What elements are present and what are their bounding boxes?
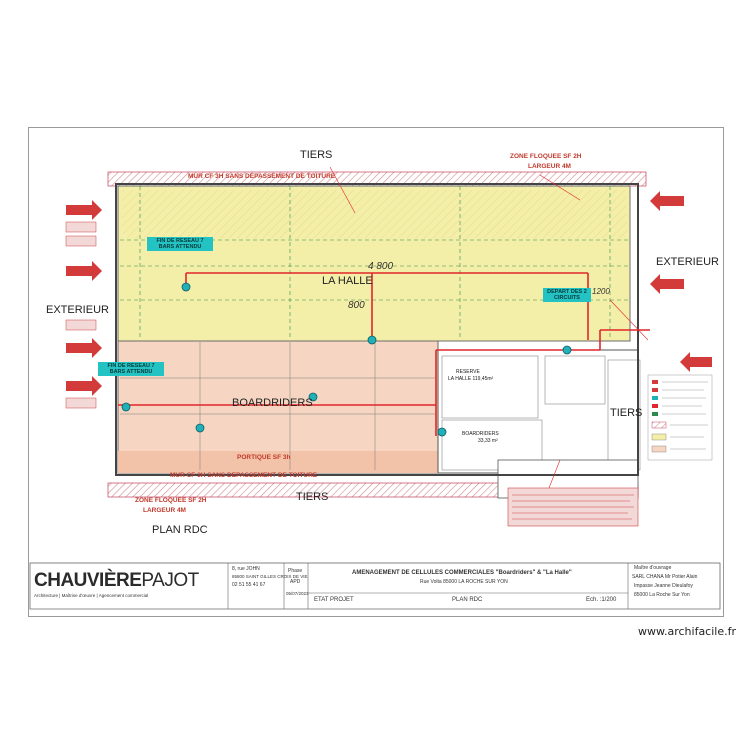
exit-tags-left — [65, 221, 97, 409]
boardriders-lower-band — [118, 451, 438, 473]
logo-main-text: CHAUVIÈRE — [34, 570, 142, 591]
dimension-4800: 4 800 — [368, 261, 394, 272]
boardriders-area-label: 33,33 m² — [478, 438, 498, 444]
reserve-label: RESERVE — [456, 369, 480, 375]
tiers-bottom-label: TIERS — [296, 491, 329, 503]
client-line1: SARL CHANA Mr Potier Alain — [632, 574, 698, 580]
title-block — [29, 562, 721, 610]
dimension-1200: 1200 — [592, 287, 610, 296]
project-address: Rue Volta 85000 LA ROCHE SUR YON — [420, 579, 508, 585]
tiers-right-label: TIERS — [610, 407, 643, 419]
address-line3: 02 51 55 41 67 — [232, 582, 266, 588]
boardriders-label: BOARDRIDERS — [232, 397, 313, 409]
exit-arrows-right — [650, 191, 712, 372]
sanitary-block — [544, 355, 606, 405]
zone-bottom-label: ZONE FLOQUEE SF 2H — [135, 497, 207, 504]
plan-title: PLAN RDC — [152, 524, 208, 536]
boardriders-grid — [120, 342, 436, 470]
watermark-text: www.archifacile.fr — [638, 625, 737, 638]
wall-top-label: MUR CF 3H SANS DEPASSEMENT DE TOITURE — [188, 173, 336, 180]
date-value: 05/07/2023 — [286, 591, 309, 596]
address-line1: 8, rue JOHN — [232, 566, 260, 572]
fin-reseau-bottom-tag: FIN DE RESEAU 7 BARS ATTENDU — [98, 362, 164, 377]
tiers-right-room — [607, 359, 641, 471]
client-label: Maître d'ouvrage — [634, 565, 672, 571]
legend-text-lines — [662, 381, 708, 450]
portique-label: PORTIQUE SF 3h — [237, 454, 291, 461]
client-line2: Impasse Jeanne Dieulafoy — [634, 583, 693, 589]
scale-label: Ech. :1/200 — [586, 597, 617, 603]
company-logo: CHAUVIÈREPAJOT — [34, 570, 199, 592]
sheet-name: PLAN RDC — [452, 597, 483, 603]
logo-accent-text: PAJOT — [141, 570, 199, 591]
dimension-800: 800 — [348, 300, 365, 311]
project-title: AMENAGEMENT DE CELLULES COMMERCIALES "Bo… — [352, 570, 572, 576]
zone-bottom-width-label: LARGEUR 4M — [143, 507, 186, 514]
halle-upper-band — [122, 190, 627, 238]
zone-top-label: ZONE FLOQUEE SF 2H — [510, 153, 582, 160]
address-line2: 85800 SAINT GILLES CROIX DE VIE — [232, 574, 308, 579]
reserve-room — [441, 355, 539, 419]
state-label: ETAT PROJET — [314, 597, 354, 603]
fin-reseau-top-tag: FIN DE RESEAU 7 BARS ATTENDU — [147, 237, 213, 252]
notes-text-lines — [512, 494, 634, 520]
logo-tagline: Architecture | Maîtrise d'œuvre | Agence… — [34, 593, 149, 598]
legend-swatches — [651, 380, 667, 453]
client-line3: 85000 La Roche Sur Yon — [634, 592, 690, 598]
zone-top-width-label: LARGEUR 4M — [528, 163, 571, 170]
exit-arrows-left — [66, 200, 102, 396]
wall-bottom-label: MUR CF 3H SANS DEPASSEMENT DE TOITURE — [170, 472, 318, 479]
phase-value: APD — [290, 579, 301, 585]
exterior-right-label: EXTERIEUR — [656, 256, 719, 268]
exterior-left-label: EXTERIEUR — [46, 304, 109, 316]
depart-circuits-tag: DEPART DES 2 CIRCUITS — [543, 288, 591, 303]
boardriders-sub-label: BOARDRIDERS — [462, 431, 499, 437]
sprinkler-network — [118, 272, 650, 436]
sprinkler-heads — [121, 282, 572, 437]
halle-label: LA HALLE — [322, 275, 373, 287]
phase-label: Phase — [288, 568, 303, 574]
reserve-sub-label: LA HALLE 119,45m² — [448, 376, 494, 382]
tiers-top-label: TIERS — [300, 149, 333, 161]
